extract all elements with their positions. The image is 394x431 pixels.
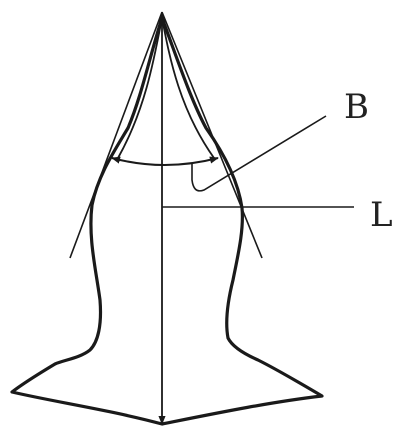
b-leader-line [191, 115, 327, 192]
shape-outline [10, 16, 324, 426]
label-l: L [370, 195, 393, 235]
label-b: B [344, 87, 369, 127]
angle-arc [111, 156, 219, 166]
tangent-line-right [161, 11, 263, 259]
tangent-line-left [69, 11, 163, 259]
